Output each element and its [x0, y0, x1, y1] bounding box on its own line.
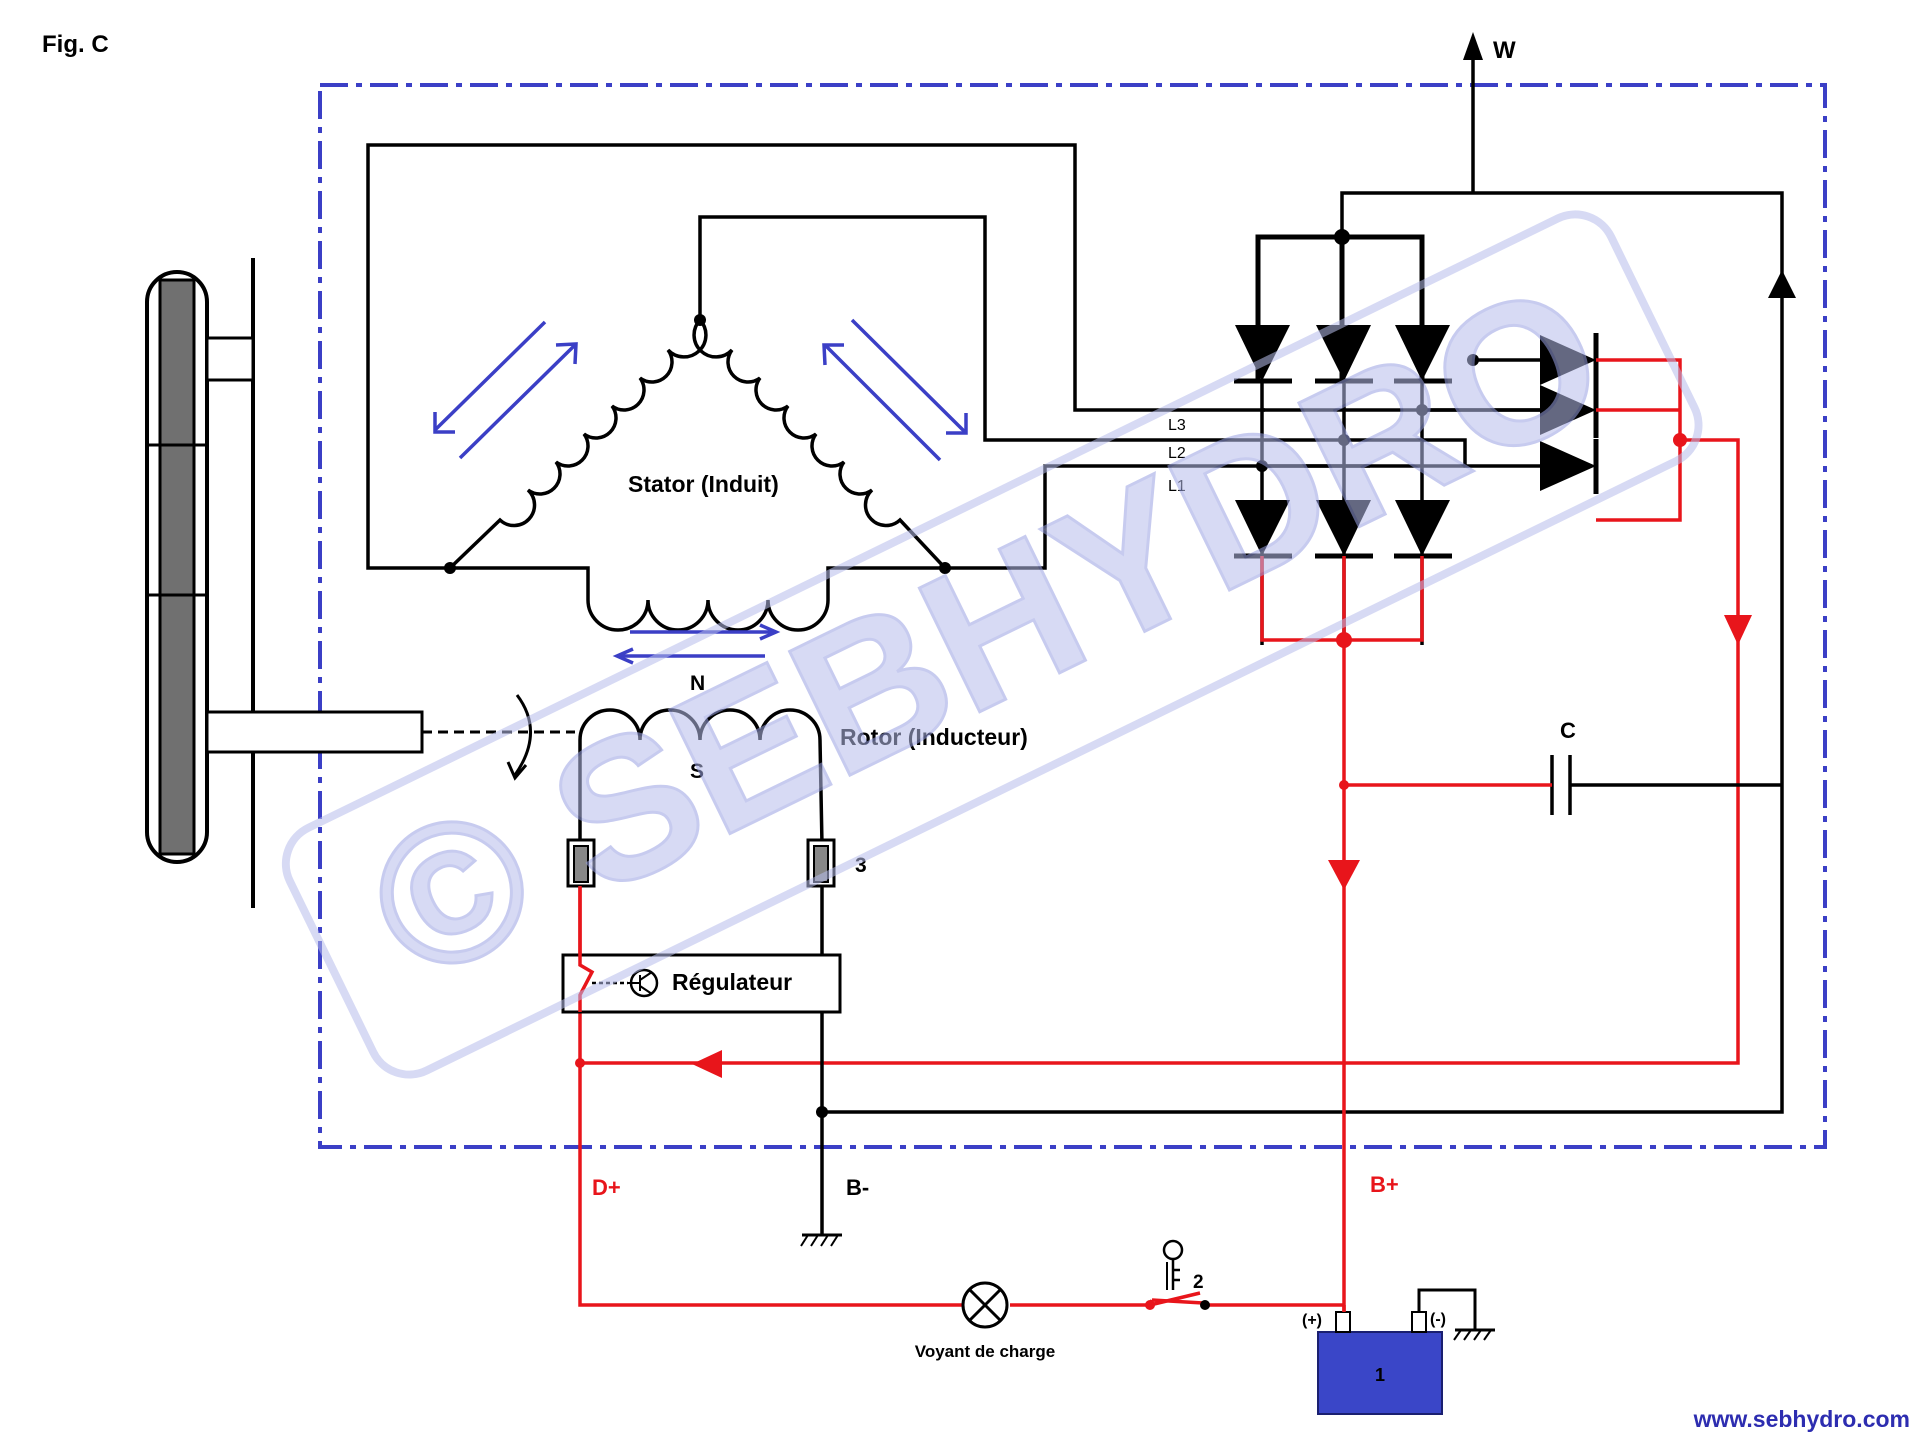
exciter-bus-arrow [1768, 270, 1796, 298]
pulley-assembly [145, 258, 575, 908]
rotor-pole-n: N [690, 672, 705, 695]
charge-lamp-label: Voyant de charge [915, 1342, 1055, 1361]
battery-icon [1317, 1288, 1495, 1415]
phase-l2-label: L2 [1168, 445, 1186, 462]
magnetic-field-arrows [433, 318, 968, 665]
website-link[interactable]: www.sebhydro.com [1693, 1406, 1910, 1432]
terminal-b-plus-label: B+ [1370, 1172, 1399, 1197]
regulator-label: Régulateur [672, 969, 792, 995]
battery-minus-label: (-) [1430, 1311, 1446, 1328]
phase-l1-label: L1 [1168, 478, 1186, 495]
charge-lamp-icon [961, 1281, 1009, 1329]
battery-plus-label: (+) [1302, 1312, 1322, 1329]
stator-label: Stator (Induit) [628, 471, 779, 497]
figure-label: Fig. C [42, 31, 109, 58]
rotor-pole-s: S [690, 760, 704, 783]
rectifier-bridge [822, 32, 1796, 1114]
exciter-current-arrow [1724, 615, 1752, 645]
brush-label: 3 [855, 854, 867, 877]
rotor-label: Rotor (Inducteur) [840, 724, 1028, 750]
battery-label: 1 [1375, 1365, 1385, 1385]
capacitor-label: C [1560, 718, 1576, 743]
ignition-switch [1145, 1239, 1210, 1310]
rotor-winding [566, 708, 842, 1247]
terminal-w-label: W [1493, 37, 1516, 64]
output-current-arrow [1328, 860, 1360, 890]
alternator-housing-frame [318, 83, 1827, 1149]
key-icon [1162, 1239, 1184, 1290]
key-switch-label: 2 [1193, 1272, 1204, 1293]
w-terminal-arrow [1463, 32, 1483, 60]
terminal-b-minus-label: B- [846, 1175, 869, 1200]
phase-l3-label: L3 [1168, 417, 1186, 434]
stator-winding [366, 143, 1370, 632]
field-current-arrow [692, 1050, 722, 1078]
watermark: © SEBHYDRO [281, 210, 1703, 1079]
terminal-d-plus-label: D+ [592, 1175, 621, 1200]
charging-circuit [575, 358, 1782, 1320]
